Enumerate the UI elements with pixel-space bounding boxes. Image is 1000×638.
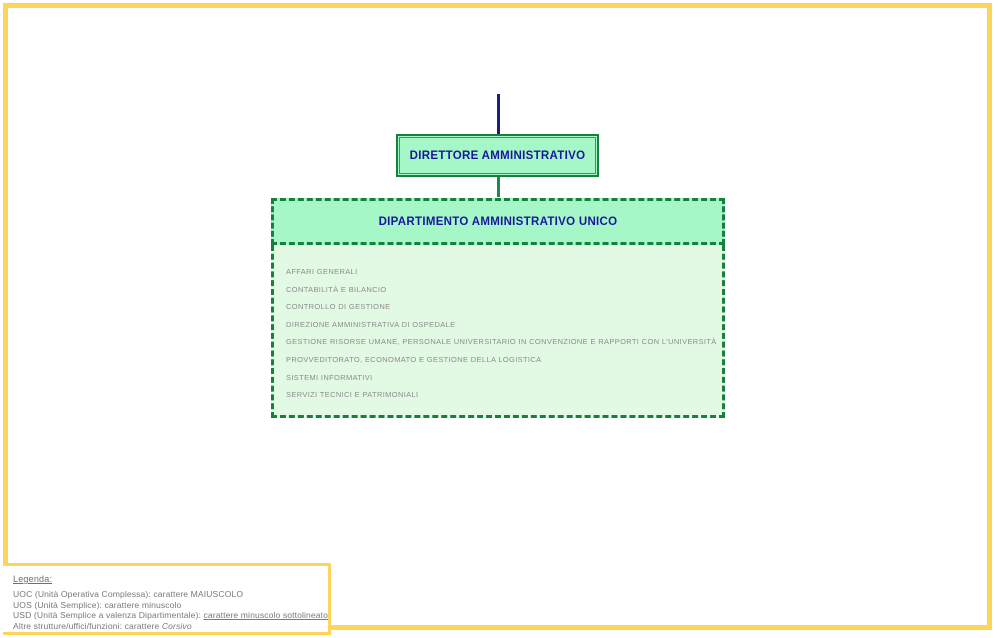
unit-list-item[interactable]: CONTROLLO DI GESTIONE (286, 302, 391, 312)
unit-list: AFFARI GENERALI CONTABILITÀ E BILANCIO CON… (286, 268, 722, 399)
legend-list: UOC (Unità Operativa Complessa): caratte… (13, 589, 328, 631)
legend-item: UOC (Unità Operativa Complessa): caratte… (13, 589, 328, 600)
legend: Legenda: UOC (Unità Operativa Complessa)… (3, 563, 331, 635)
unit-list-item[interactable]: AFFARI GENERALI (286, 267, 358, 276)
legend-item: UOS (Unità Semplice): carattere minuscol… (13, 600, 328, 611)
unit-list-item[interactable]: CONTABILITÀ E BILANCIO (286, 284, 387, 294)
department-units-panel: AFFARI GENERALI CONTABILITÀ E BILANCIO CON… (271, 245, 725, 418)
legend-item: USD (Unità Semplice a valenza Dipartimen… (13, 610, 328, 621)
legend-item-prefix: UOC (Unità Operativa Complessa): caratte… (13, 589, 191, 599)
legend-item-prefix: UOS (Unità Semplice): carattere (13, 599, 142, 610)
unit-list-item[interactable]: SERVIZI TECNICI E PATRIMONIALI (286, 390, 419, 400)
legend-item-emphasis: minuscolo (141, 599, 182, 610)
node-direttore-amministrativo[interactable]: DIRETTORE AMMINISTRATIVO (396, 134, 599, 177)
unit-list-item[interactable]: GESTIONE RISORSE UMANE, PERSONALE UNIVER… (286, 337, 717, 347)
unit-list-item[interactable]: SISTEMI INFORMATIVI (286, 372, 373, 382)
connector-line-director-to-department (497, 177, 500, 197)
node-direttore-amministrativo-label: DIRETTORE AMMINISTRATIVO (409, 149, 586, 162)
legend-item: Altre strutture/uffici/funzioni: caratte… (13, 621, 328, 632)
connector-line-top (497, 94, 500, 135)
legend-title: Legenda: (13, 574, 53, 584)
legend-item-prefix: USD (Unità Semplice a valenza Dipartimen… (13, 610, 204, 621)
node-dipartimento-amministrativo-unico-label: DIPARTIMENTO AMMINISTRATIVO UNICO (378, 215, 618, 228)
node-dipartimento-amministrativo-unico[interactable]: DIPARTIMENTO AMMINISTRATIVO UNICO (271, 198, 725, 245)
legend-item-emphasis: carattere minuscolo sottolineato (203, 610, 329, 621)
legend-item-emphasis: Corsivo (161, 620, 192, 631)
legend-item-prefix: Altre strutture/uffici/funzioni: caratte… (13, 620, 162, 631)
unit-list-item[interactable]: DIREZIONE AMMINISTRATIVA DI OSPEDALE (286, 319, 456, 329)
legend-item-emphasis: MAIUSCOLO (190, 589, 244, 599)
unit-list-item[interactable]: PROVVEDITORATO, ECONOMATO E GESTIONE DEL… (286, 354, 542, 364)
